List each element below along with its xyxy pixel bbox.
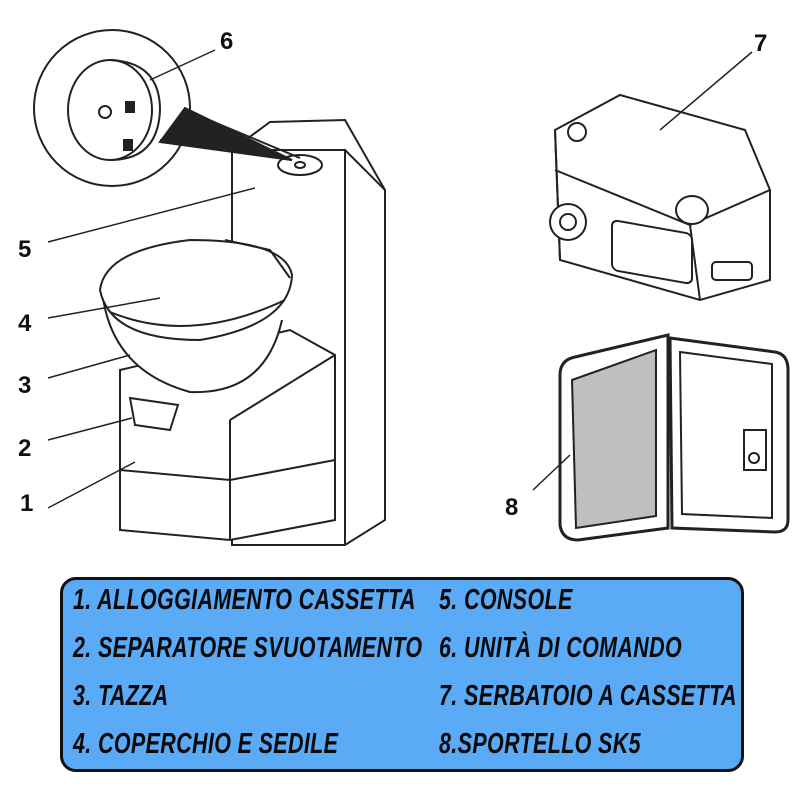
callout-1: 1: [20, 490, 34, 517]
legend-item-6: 6. UNITÀ DI COMANDO: [439, 632, 683, 664]
legend-item-2: 2. SEPARATORE SVUOTAMENTO: [73, 632, 423, 664]
legend-item-1: 1. ALLOGGIAMENTO CASSETTA: [73, 584, 416, 616]
callout-5: 5: [18, 236, 32, 263]
legend-item-7: 7. SERBATOIO A CASSETTA: [439, 680, 737, 712]
legend-item-4: 4. COPERCHIO E SEDILE: [73, 728, 339, 760]
callout-8: 8: [505, 494, 519, 521]
callout-2: 2: [18, 435, 32, 462]
callout-7: 7: [754, 30, 768, 57]
callout-3: 3: [18, 372, 32, 399]
legend-box: 1. ALLOGGIAMENTO CASSETTA 2. SEPARATORE …: [60, 577, 744, 772]
toilet-illustration: [33, 29, 790, 546]
callout-6: 6: [220, 28, 234, 55]
callout-4: 4: [18, 310, 32, 337]
legend-item-8: 8.SPORTELLO SK5: [439, 728, 641, 760]
legend-item-3: 3. TAZZA: [73, 680, 169, 712]
legend-item-5: 5. CONSOLE: [439, 584, 573, 616]
